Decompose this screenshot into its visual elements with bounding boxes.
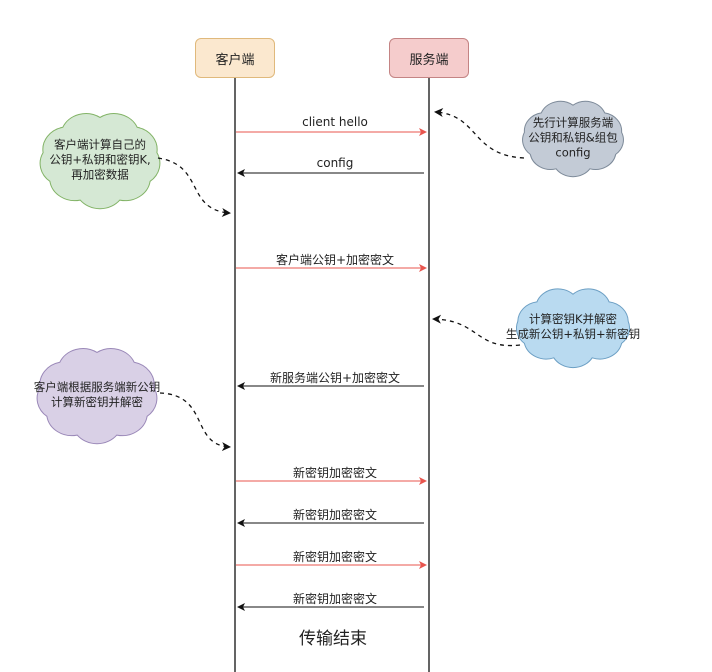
note-line: 再加密数据 [71, 167, 129, 182]
note-cloud-4 [36, 348, 158, 445]
message-arrows [236, 128, 427, 611]
connector-note-client-2 [159, 392, 231, 452]
message-label-2: config [316, 156, 354, 170]
message-label-3: 客户端公钥+加密密文 [275, 253, 395, 267]
client-actor-box: 客户端 [195, 38, 275, 78]
note-line: 计算新密钥并解密 [51, 395, 143, 409]
note-line: 先行计算服务端 [532, 115, 614, 130]
note-line: 生成新公钥+私钥+新密钥 [505, 327, 641, 341]
message-label-8: 新密钥加密密文 [292, 592, 378, 606]
message-label-4: 新服务端公钥+加密密文 [269, 371, 401, 385]
note-line: 公钥和私钥&组包 [528, 130, 618, 145]
note-line: 公钥+私钥和密钥K, [49, 152, 151, 167]
note-line: config [555, 145, 591, 160]
note-text-1: 客户端计算自己的公钥+私钥和密钥K,再加密数据 [49, 138, 150, 183]
note-text-3: 计算密钥K并解密生成新公钥+私钥+新密钥 [506, 312, 640, 342]
message-label-5: 新密钥加密密文 [292, 466, 378, 480]
note-cloud-2 [522, 100, 624, 178]
note-cloud-3 [515, 288, 631, 369]
note-cloud-1 [39, 113, 161, 210]
client-actor-label: 客户端 [215, 52, 255, 68]
connector-note-server-1 [434, 108, 525, 159]
note-text-4: 客户端根据服务端新公钥计算新密钥并解密 [34, 380, 161, 410]
server-actor-box: 服务端 [389, 38, 469, 78]
note-line: 客户端根据服务端新公钥 [33, 380, 161, 394]
message-label-1: client hello [302, 115, 368, 129]
server-actor-label: 服务端 [409, 52, 449, 68]
transfer-end-label: 传输结束 [299, 629, 367, 649]
note-line: 客户端计算自己的 [54, 137, 146, 152]
message-label-6: 新密钥加密密文 [292, 508, 378, 522]
note-clouds [36, 100, 631, 445]
connector-note-client-1 [157, 157, 231, 217]
note-line: 计算密钥K并解密 [528, 312, 618, 326]
message-label-7: 新密钥加密密文 [292, 550, 378, 564]
